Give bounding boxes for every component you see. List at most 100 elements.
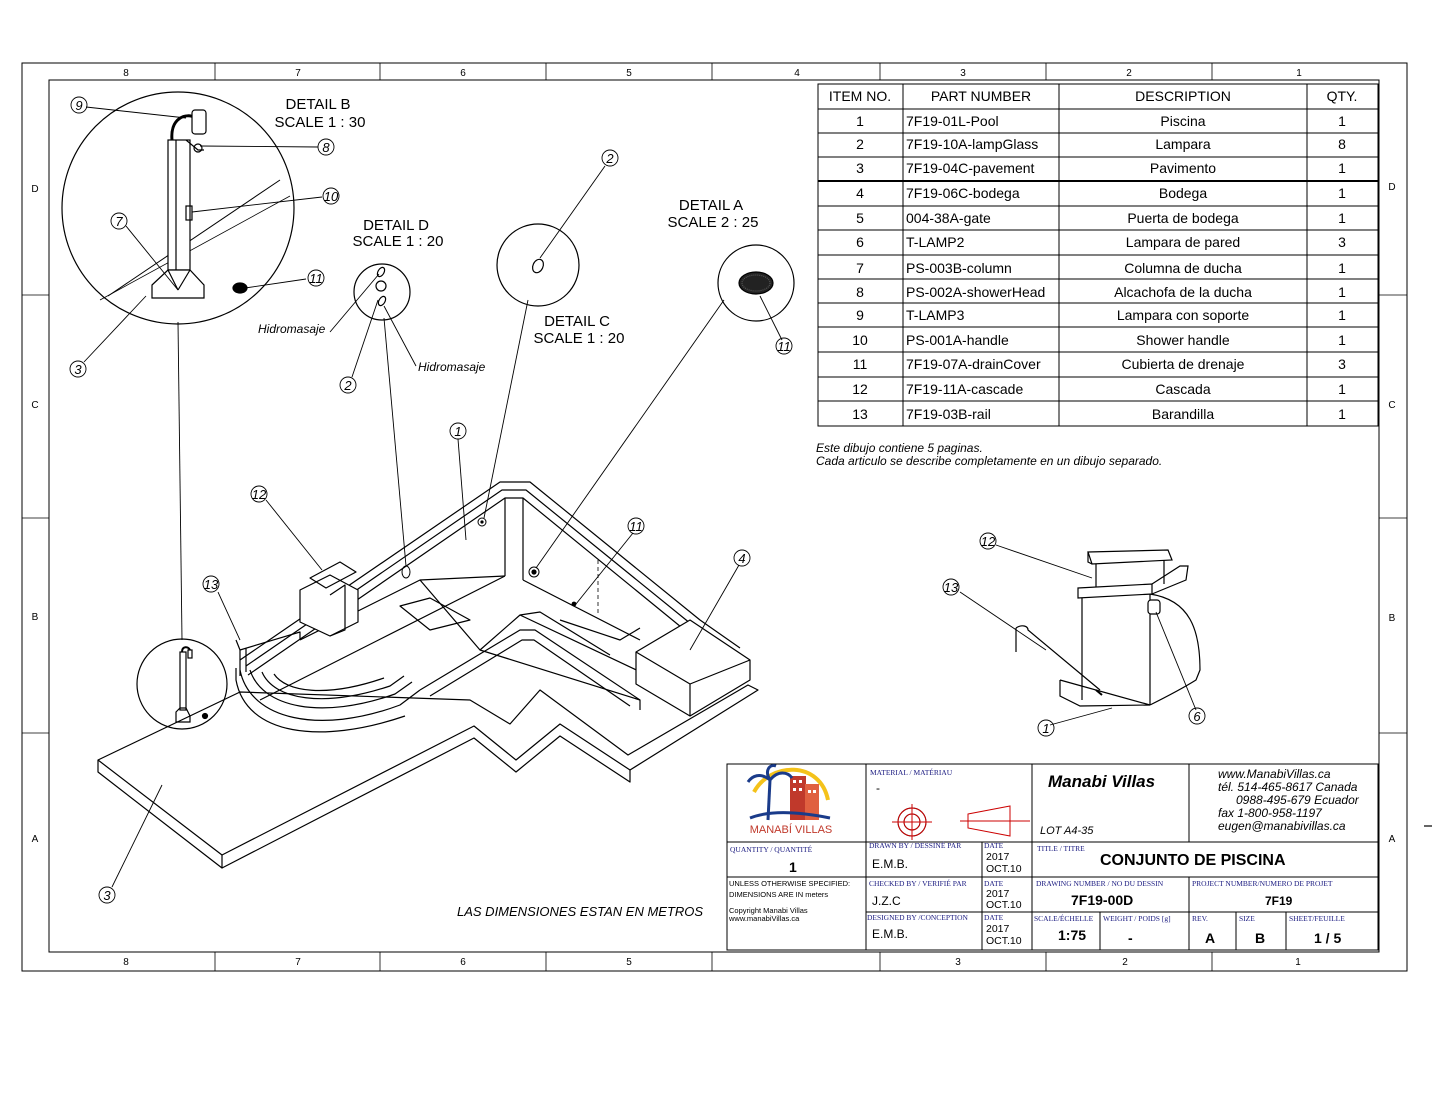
bom-cell-qty: 1 [1338, 406, 1346, 422]
detail-c-title: DETAIL C [544, 313, 610, 330]
bom-cell-item-no: 12 [852, 381, 868, 397]
detail-c-scale: SCALE 1 : 20 [534, 330, 625, 347]
balloon-1-right: 1 [1042, 721, 1049, 736]
detail-b-view [61, 91, 295, 325]
bom-cell-qty: 1 [1338, 160, 1346, 176]
bom-cell-qty: 3 [1338, 356, 1346, 372]
logo-text: MANABÍ VILLAS [750, 823, 833, 836]
bom-cell-item-no: 11 [853, 356, 868, 372]
checked-by-value: J.Z.C [872, 894, 901, 908]
date-year-designed: 2017 [986, 923, 1010, 935]
bom-cell-description: Lampara con soporte [1117, 307, 1250, 323]
bom-cell-part-number: 7F19-06C-bodega [906, 185, 1020, 201]
manabi-villas-logo: MANABÍ VILLAS [746, 764, 833, 836]
bom-cell-item-no: 4 [856, 185, 864, 201]
bom-cell-item-no: 7 [856, 260, 864, 276]
date-day-checked: OCT.10 [986, 899, 1022, 911]
balloon-11-detail-b: 11 [309, 271, 323, 286]
bom-cell-description: Lampara de pared [1126, 234, 1240, 250]
material-label: MATERIAL / MATÉRIAU [870, 767, 953, 777]
project-number-label: PROJECT NUMBER/NUMERO DE PROJET [1192, 879, 1333, 888]
detail-a-view [717, 244, 795, 322]
size-value: B [1255, 930, 1265, 946]
unless-specified: UNLESS OTHERWISE SPECIFIED: [729, 879, 850, 888]
zone-col-5: 5 [626, 68, 632, 79]
pool-rim [239, 481, 741, 661]
balloon-3-detail-b: 3 [74, 362, 82, 377]
scale-value: 1:75 [1058, 927, 1086, 943]
zone-row-d: D [31, 184, 38, 195]
bom-cell-item-no: 2 [856, 136, 864, 152]
sheet-label: SHEET/FEUILLE [1289, 914, 1345, 923]
balloon-12-right: 12 [981, 534, 996, 549]
contact-phone-canada: tél. 514-465-8617 Canada [1218, 780, 1358, 794]
zone-col-7: 7 [295, 68, 301, 79]
bom-header-description: DESCRIPTION [1135, 88, 1231, 104]
pool-assembly-isometric [97, 481, 759, 869]
zone-col-1: 1 [1296, 68, 1302, 79]
balloon-8: 8 [322, 140, 330, 155]
scale-label: SCALE/ÉCHELLE [1034, 913, 1094, 923]
weight-value: - [1128, 930, 1133, 946]
cascade-detail-view [1015, 549, 1201, 707]
bom-cell-item-no: 6 [856, 234, 864, 250]
rev-label: REV. [1192, 914, 1208, 923]
drawing-number-value: 7F19-00D [1071, 892, 1133, 908]
title-label: TITLE / TITRE [1037, 844, 1085, 853]
bom-cell-description: Columna de ducha [1124, 260, 1242, 276]
project-number-value: 7F19 [1265, 894, 1293, 908]
sheet-value: 1 / 5 [1314, 930, 1341, 946]
outer-border [21, 62, 1408, 972]
note-description: Cada articulo se describe completamente … [816, 454, 1162, 468]
bom-cell-part-number: 7F19-04C-pavement [906, 160, 1035, 176]
zone-row-b-right: B [1389, 613, 1396, 624]
callout-hidromasaje-2: Hidromasaje [418, 360, 486, 374]
balloon-9: 9 [75, 98, 82, 113]
lot-number: LOT A4-35 [1040, 825, 1094, 837]
bom-cell-description: Pavimento [1150, 160, 1216, 176]
zone-row-b: B [32, 612, 39, 623]
material-value: - [876, 781, 880, 795]
designed-by-value: E.M.B. [872, 927, 908, 941]
balloon-3: 3 [103, 888, 111, 903]
bom-header-qty: QTY. [1327, 88, 1358, 104]
zone-col-4: 4 [794, 68, 800, 79]
bom-cell-part-number: T-LAMP2 [906, 234, 965, 250]
detail-d-scale: SCALE 1 : 20 [353, 233, 444, 250]
quantity-label: QUANTITY / QUANTITÉ [730, 844, 813, 854]
detail-d-view [353, 263, 411, 321]
zone-row-d-right: D [1388, 182, 1395, 193]
callout-hidromasaje-1: Hidromasaje [258, 322, 326, 336]
dimensions-in-meters: DIMENSIONS ARE IN meters [729, 890, 828, 899]
bom-cell-description: Puerta de bodega [1127, 210, 1239, 226]
bom-cell-qty: 1 [1338, 113, 1346, 129]
bom-cell-qty: 3 [1338, 234, 1346, 250]
contact-phone-ecuador: 0988-495-679 Ecuador [1236, 793, 1360, 807]
weight-label: WEIGHT / POIDS [g] [1103, 914, 1171, 923]
bom-cell-description: Lampara [1155, 136, 1210, 152]
balloon-1: 1 [454, 424, 461, 439]
bom-cell-description: Piscina [1160, 113, 1205, 129]
zone-col-2: 2 [1126, 68, 1132, 79]
bom-cell-item-no: 5 [856, 210, 864, 226]
zone-row-c-right: C [1388, 400, 1395, 411]
pavement-slab [97, 684, 759, 856]
bom-cell-part-number: 7F19-11A-cascade [906, 381, 1023, 397]
bom-cell-item-no: 1 [856, 113, 864, 129]
bom-cell-item-no: 8 [856, 284, 864, 300]
bom-cell-part-number: PS-001A-handle [906, 332, 1009, 348]
zone-col-8: 8 [123, 68, 129, 79]
title-block [726, 763, 1379, 951]
rev-value: A [1205, 930, 1215, 946]
contact-email: eugen@manabivillas.ca [1218, 819, 1346, 833]
drawing-number-label: DRAWING NUMBER / NO DU DESSIN [1036, 879, 1164, 888]
copyright-site: www.manabiVillas.ca [728, 914, 800, 923]
zone-col-3: 3 [960, 68, 966, 79]
zone-col-8-bottom: 8 [123, 957, 129, 968]
balloon-13: 13 [204, 577, 219, 592]
note-pages: Este dibujo contiene 5 paginas. [816, 441, 983, 455]
detail-a-scale: SCALE 2 : 25 [668, 214, 759, 231]
zone-col-3-bottom: 3 [955, 957, 961, 968]
contact-fax: fax 1-800-958-1197 [1218, 806, 1323, 820]
